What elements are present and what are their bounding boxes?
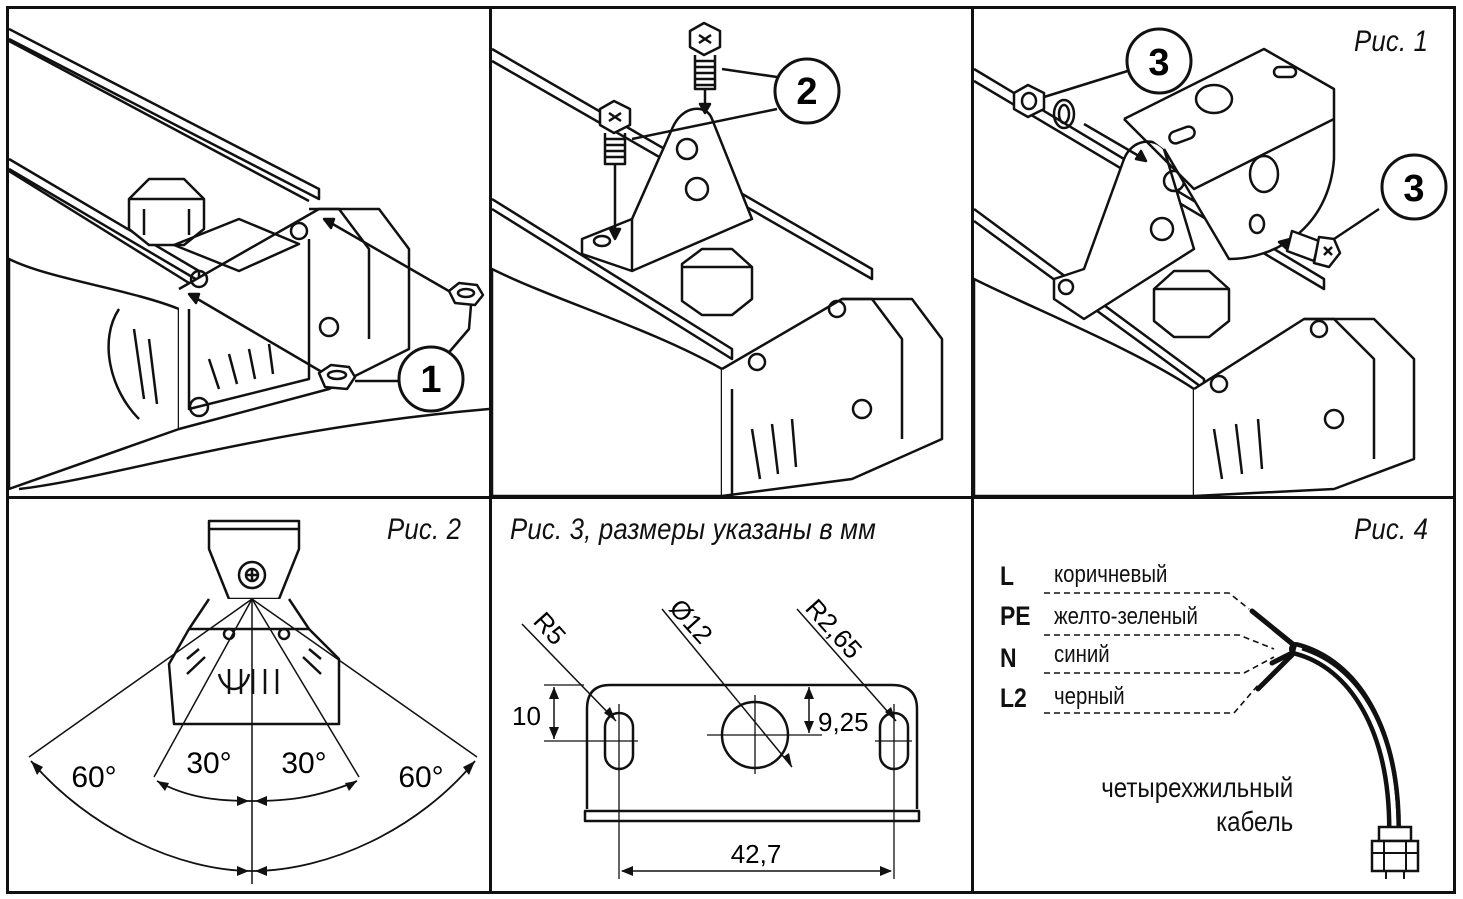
wire-color-pe: желто-зеленый bbox=[1054, 603, 1198, 630]
divider-vertical-2 bbox=[971, 9, 974, 891]
callout-3-right-circle bbox=[1380, 153, 1448, 221]
dimension-10: 10 bbox=[512, 701, 541, 731]
angle-outer-right: 60° bbox=[398, 761, 443, 794]
panel-bracket-mounting: Рис. 1 bbox=[974, 9, 1453, 496]
callout-3-top-circle bbox=[1125, 27, 1193, 95]
figure-3-label: Рис. 3, размеры указаны в мм bbox=[510, 513, 876, 546]
wire-color-n: синий bbox=[1054, 641, 1110, 668]
callout-2-circle bbox=[773, 57, 841, 125]
dimension-d12: Ø12 bbox=[664, 593, 719, 650]
wire-code-n: N bbox=[1000, 643, 1017, 673]
figure-2-label: Рис. 2 bbox=[387, 513, 462, 546]
callout-2-text: 2 bbox=[796, 71, 817, 113]
dimension-r265: R2,65 bbox=[800, 593, 869, 665]
figure-1-label: Рис. 1 bbox=[1354, 25, 1429, 58]
panel-nut-placement: 1 bbox=[9, 9, 489, 496]
dimension-9-25: 9,25 bbox=[818, 707, 869, 737]
panel-bolt-insertion: 2 bbox=[492, 9, 971, 496]
cable-label: четырехжильный кабель bbox=[1101, 771, 1293, 839]
tilt-angles-drawing: 60° 30° 30° 60° bbox=[28, 519, 478, 884]
figure-4-label: Рис. 4 bbox=[1354, 513, 1429, 546]
callout-1-text: 1 bbox=[420, 359, 441, 401]
panel-tilt-angles: Рис. 2 bbox=[9, 499, 489, 891]
panel-wiring: Рис. 4 L коричневый PE желто-зеленый N с… bbox=[974, 499, 1453, 891]
callout-3-right-text: 3 bbox=[1403, 168, 1424, 210]
wire-color-l2: черный bbox=[1054, 683, 1125, 710]
divider-vertical-1 bbox=[489, 9, 492, 891]
dimension-42-7: 42,7 bbox=[731, 839, 782, 869]
angle-inner-right: 30° bbox=[281, 747, 326, 780]
divider-horizontal bbox=[9, 496, 1453, 499]
wire-code-l: L bbox=[1000, 561, 1015, 591]
bracket-mounting-drawing: 3 3 bbox=[974, 27, 1448, 496]
callout-1-circle bbox=[397, 345, 465, 413]
instruction-sheet: 1 bbox=[6, 6, 1456, 894]
dimension-r5: R5 bbox=[528, 606, 573, 651]
angle-outer-left: 60° bbox=[71, 761, 116, 794]
cable-label-line1: четырехжильный bbox=[1101, 772, 1293, 803]
cable-label-line2: кабель bbox=[1215, 806, 1293, 837]
bolt-insertion-drawing: 2 bbox=[492, 21, 944, 496]
panel-bracket-dimensions: Рис. 3, размеры указаны в мм bbox=[492, 499, 971, 891]
nut-placement-drawing: 1 bbox=[9, 27, 489, 491]
callout-3-top-text: 3 bbox=[1148, 42, 1169, 84]
wire-color-l: коричневый bbox=[1054, 561, 1168, 588]
wire-code-pe: PE bbox=[1000, 601, 1031, 631]
wire-code-l2: L2 bbox=[1000, 683, 1027, 713]
angle-inner-left: 30° bbox=[186, 747, 231, 780]
bracket-dimensions-drawing: R5 Ø12 R2,65 10 9,25 42,7 bbox=[512, 593, 921, 879]
